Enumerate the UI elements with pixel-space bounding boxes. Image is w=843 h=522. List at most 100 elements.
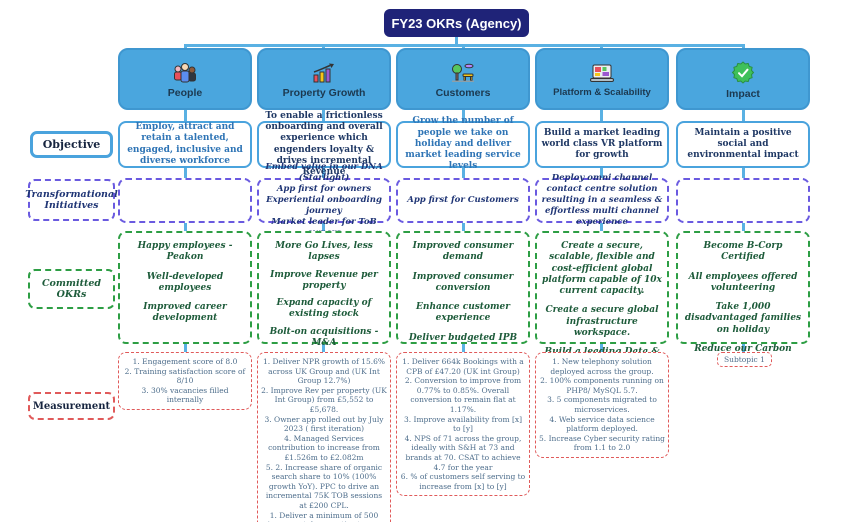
measurement-item: 2. Training satisfaction score of 8/10 [124, 366, 246, 386]
connector-line [462, 344, 465, 352]
okr-item: More Go Lives, less lapses [275, 241, 373, 263]
connector-line [184, 344, 187, 352]
okrs-box-platform-scalability: Create a secure, scalable, flexible and … [535, 231, 669, 368]
objective-text: To enable a frictionless onboarding and … [265, 110, 383, 177]
column-header-impact: Impact [676, 48, 810, 110]
okr-item: Deliver budgeted IPB [408, 332, 518, 343]
column-header-label: Impact [726, 87, 760, 100]
row-label-committed-okrs: Committed OKRs [28, 269, 115, 309]
measurement-item: 5. 2. Increase share of organic search s… [265, 462, 383, 510]
measurement-item: 2. 100% components running on PHP8/ MySQ… [540, 376, 664, 395]
initiative-item: Experiential onboarding journey [266, 194, 382, 217]
measurement-item: 3. 30% vacancies filled internally [141, 385, 229, 405]
objective-box-people: Employ, attract and retain a talented, e… [118, 121, 252, 168]
connector-line [462, 223, 465, 231]
column-header-customers: Customers [396, 48, 530, 110]
okr-item: Enhance customer experience [416, 302, 510, 324]
measurement-item: 3. Improve availability from [x] to [y] [403, 414, 523, 434]
measurement-item: 1. Deliver a minimum of 500 incremental … [268, 510, 381, 522]
row-label-objective-text: Objective [42, 138, 101, 151]
initiative-item: Embed value in our DNA (Starlight) [265, 161, 383, 183]
row-label-objective: Objective [30, 131, 113, 158]
people-icon [172, 62, 198, 84]
measurement-item: 5. Increase Cyber security rating from 1… [539, 433, 665, 453]
measurement-item: 3. 5 components migrated to microservice… [547, 395, 657, 414]
column-header-label: Customers [435, 86, 491, 99]
measurement-item: 1. Deliver 664k Bookings with a CPB of £… [402, 357, 524, 376]
row-label-initiatives-text: Transformational Initiatives [25, 188, 118, 211]
connector-line [462, 168, 465, 178]
okr-item: Happy employees - Peakon [137, 241, 233, 263]
objective-box-customers: Grow the number of people we take on hol… [396, 116, 530, 171]
measurement-subtopic-impact: Subtopic 1 [717, 352, 772, 367]
connector-line [600, 223, 603, 231]
okr-item: Bolt-on acquisitions - M&A [269, 326, 379, 348]
column-header-label: People [167, 86, 203, 99]
objective-text: Maintain a positive social and environme… [687, 127, 799, 161]
okr-item: Improved consumer conversion [412, 271, 514, 293]
connector-line [600, 110, 603, 121]
connector-line [184, 223, 187, 231]
connector-line [742, 168, 745, 178]
initiative-item: App first for Customers [407, 194, 519, 205]
measurement-item: 1. New telephony solution deployed acros… [550, 357, 654, 376]
initiatives-box-platform-scalability: Deploy omni channel contact centre solut… [535, 173, 669, 227]
initiative-item: App first for owners [276, 183, 372, 194]
column-header-label: Property Growth [282, 86, 366, 99]
connector-line [462, 110, 465, 121]
connector-line [600, 168, 603, 178]
measurement-item: 1. Deliver NPR growth of 15.6% across UK… [262, 357, 386, 386]
platform-screen-icon [589, 62, 615, 84]
initiatives-box-people [118, 178, 252, 223]
initiatives-box-impact [676, 178, 810, 223]
diagram-title-text: FY23 OKRs (Agency) [391, 15, 522, 31]
objective-text: Grow the number of people we take on hol… [405, 116, 521, 172]
okr-item: Improved consumer demand [412, 241, 514, 263]
connector-line [322, 168, 325, 178]
row-label-measurement-text: Measurement [32, 400, 111, 412]
connector-line [184, 110, 187, 121]
connector-line [742, 344, 745, 352]
okr-item: Well-developed employees [146, 271, 224, 293]
column-header-label: Platform & Scalability [553, 87, 651, 98]
measurement-item: 1. Engagement score of 8.0 [132, 357, 238, 366]
initiatives-box-property-growth: Embed value in our DNA (Starlight)App fi… [257, 162, 391, 238]
okr-item: Become B-Corp Certified [703, 241, 783, 263]
measurement-box-platform-scalability: 1. New telephony solution deployed acros… [535, 352, 669, 458]
measurement-box-customers: 1. Deliver 664k Bookings with a CPB of £… [396, 352, 530, 497]
park-icon [450, 62, 476, 84]
initiatives-box-customers: App first for Customers [396, 178, 530, 223]
initiative-item: Deploy omni channel contact centre solut… [541, 172, 663, 228]
connector-line [455, 36, 458, 45]
okr-item: Take 1,000 disadvantaged families on hol… [684, 302, 802, 335]
measurement-item: 2. Improve Rev per property (UK Int Grou… [261, 385, 387, 414]
objective-text: Employ, attract and retain a talented, e… [127, 122, 243, 166]
okr-item: Create a secure, scalable, flexible and … [542, 241, 662, 296]
row-label-okrs-text: Committed OKRs [41, 277, 102, 300]
okr-item: Create a secure global infrastructure wo… [545, 305, 659, 338]
okr-item: All employees offered volunteering [688, 271, 798, 293]
connector-line [322, 110, 325, 121]
column-header-people: People [118, 48, 252, 110]
connector-line [184, 168, 187, 178]
connector-line [742, 223, 745, 231]
measurement-item: 4. Managed Services contribution to incr… [268, 433, 380, 462]
measurement-item: 4. Web service data science platform dep… [549, 414, 655, 434]
objective-text: Build a market leading world class VR pl… [541, 127, 663, 161]
connector-line [322, 344, 325, 352]
column-header-property-growth: Property Growth [257, 48, 391, 110]
objective-box-property-growth: To enable a frictionless onboarding and … [257, 111, 391, 177]
measurement-item: 3. Owner app rolled out by July 2023 ( f… [264, 414, 384, 434]
measurement-item: 4. NPS of 71 across the group, ideally w… [404, 433, 522, 472]
okr-item: Improve Revenue per property [270, 269, 378, 291]
connector-line [322, 223, 325, 231]
objective-box-platform-scalability: Build a market leading world class VR pl… [535, 121, 669, 168]
measurement-item: 2. Conversion to improve from 0.77% to 0… [404, 376, 522, 414]
column-header-platform-scalability: Platform & Scalability [535, 48, 669, 110]
verified-badge-icon [731, 60, 755, 85]
